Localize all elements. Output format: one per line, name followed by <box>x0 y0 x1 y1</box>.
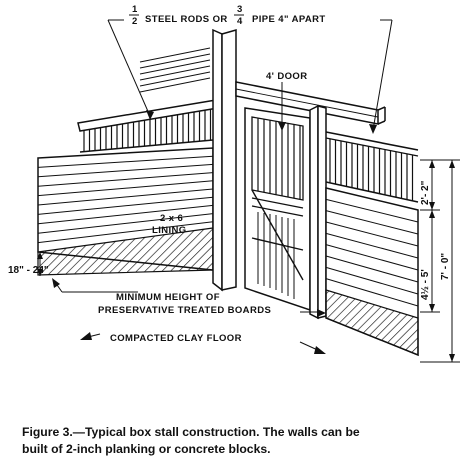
lining-label-2: LINING <box>152 225 187 236</box>
svg-text:PIPE 4" APART: PIPE 4" APART <box>252 14 326 25</box>
svg-text:STEEL RODS OR: STEEL RODS OR <box>145 14 228 25</box>
svg-text:3: 3 <box>237 4 243 15</box>
min-height-label: MINIMUM HEIGHT OF <box>116 292 220 303</box>
lining-label: 2 x 6 <box>160 213 183 224</box>
floor-label: COMPACTED CLAY FLOOR <box>110 333 242 344</box>
upper-right-dim: 2'- 2" <box>420 180 431 205</box>
figure-caption: Figure 3.—Typical box stall construction… <box>22 424 457 458</box>
left-rail <box>77 99 219 153</box>
left-height-dim: 18" - 24" <box>8 265 49 276</box>
top-beam <box>235 81 386 125</box>
right-treated-boards <box>325 289 419 356</box>
svg-text:1: 1 <box>132 4 138 15</box>
caption-line-1: Figure 3.—Typical box stall construction… <box>22 425 360 439</box>
left-wall <box>37 147 214 276</box>
door-post <box>309 104 327 320</box>
treated-boards-label: PRESERVATIVE TREATED BOARDS <box>98 305 271 316</box>
stall-door <box>244 107 311 312</box>
svg-text:4: 4 <box>237 16 243 27</box>
caption-line-2: built of 2-inch planking or concrete blo… <box>22 442 271 456</box>
right-rail <box>325 131 419 203</box>
box-stall-drawing: 1 2 STEEL RODS OR 3 4 PIPE 4" APART 4' D… <box>8 4 460 363</box>
corner-post <box>212 28 237 292</box>
right-wall <box>325 187 419 357</box>
svg-text:2: 2 <box>132 16 138 27</box>
door-label: 4' DOOR <box>266 71 307 82</box>
total-height-dim: 7' - 0" <box>440 253 451 280</box>
rods-label: 1 2 STEEL RODS OR 3 4 PIPE 4" APART <box>129 4 326 27</box>
lower-right-dim: 4½ - 5' <box>420 269 431 300</box>
